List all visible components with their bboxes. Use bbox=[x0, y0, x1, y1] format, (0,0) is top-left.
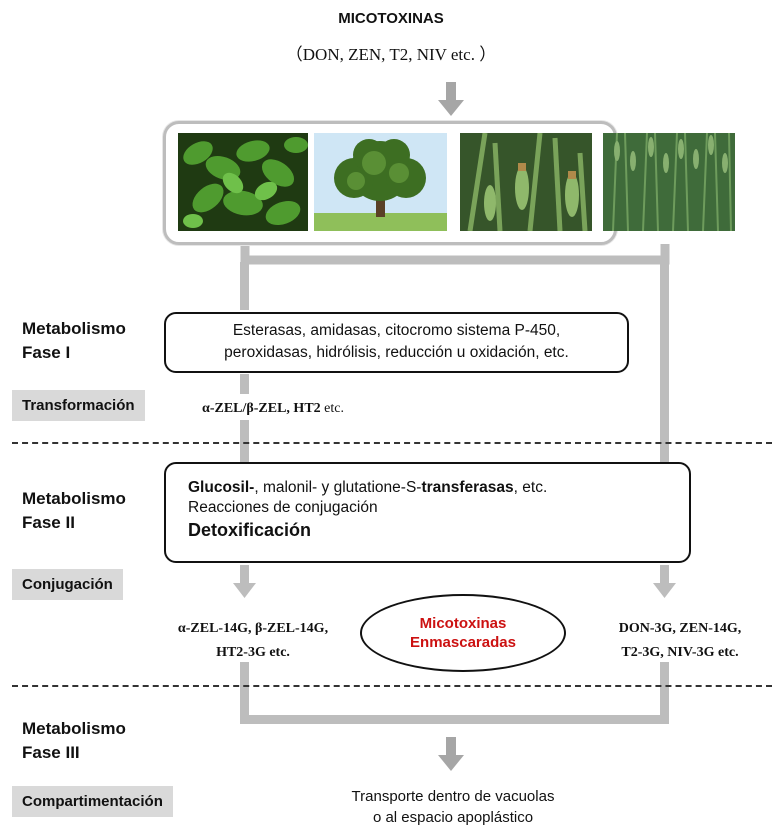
phase2-enzymes-box: Glucosil-, malonil- y glutatione-S-trans… bbox=[164, 462, 691, 563]
conjugation-label: Conjugación bbox=[12, 569, 123, 600]
phase1-products-rest: etc. bbox=[320, 401, 344, 416]
phase3-label-line1: Metabolismo bbox=[22, 719, 126, 738]
masked-mycotoxins-ellipse: Micotoxinas Enmascaradas bbox=[360, 594, 566, 672]
phase2-label-line2: Fase II bbox=[22, 513, 75, 532]
phase1-label-line1: Metabolismo bbox=[22, 319, 126, 338]
phase2-mid-text: , malonil- y glutatione-S- bbox=[254, 479, 422, 496]
phase2-products-left: α-ZEL-14G, β-ZEL-14G, HT2-3G etc. bbox=[158, 617, 348, 665]
transformation-label: Transformación bbox=[12, 390, 145, 421]
tree-photo bbox=[314, 133, 447, 231]
phase1-enzymes-line1: Esterasas, amidasas, citocromo sistema P… bbox=[232, 322, 561, 339]
phase3-label: Metabolismo Fase III bbox=[22, 717, 126, 765]
phase-divider-2 bbox=[12, 685, 772, 687]
mycotoxin-list: （DON, ZEN, T2, NIV etc. ） bbox=[285, 45, 497, 64]
transferasas-text: transferasas bbox=[421, 479, 514, 496]
phase1-label: Metabolismo Fase I bbox=[22, 317, 126, 365]
phase1-products-bold: α-ZEL/β-ZEL, HT2 bbox=[202, 401, 321, 416]
compartmentation-label: Compartimentación bbox=[12, 786, 173, 817]
phase1-label-line2: Fase I bbox=[22, 343, 71, 362]
phase1-products: α-ZEL/β-ZEL, HT2 etc. bbox=[202, 401, 344, 417]
detoxification-text: Detoxificación bbox=[188, 520, 312, 540]
phase3-result: Transporte dentro de vacuolas o al espac… bbox=[300, 786, 606, 828]
phase3-result-line2: o al espacio apoplástico bbox=[372, 809, 534, 826]
phase3-label-line2: Fase III bbox=[22, 743, 80, 762]
seedling-plants-photo bbox=[178, 133, 308, 231]
wheat-field-photo bbox=[603, 133, 735, 231]
phase1-enzymes-line2: peroxidasas, hidrólisis, reducción u oxi… bbox=[224, 344, 569, 361]
phase2-products-right-line1: DON-3G, ZEN-14G, bbox=[618, 621, 742, 636]
phase2-label: Metabolismo Fase II bbox=[22, 487, 126, 535]
phase2-products-right: DON-3G, ZEN-14G, T2-3G, NIV-3G etc. bbox=[590, 617, 770, 665]
phase2-end-text: , etc. bbox=[513, 479, 548, 496]
phase2-enzymes-line1: Glucosil-, malonil- y glutatione-S-trans… bbox=[188, 478, 689, 498]
phase2-enzymes-line2: Reacciones de conjugación bbox=[188, 499, 378, 516]
corn-plants-photo bbox=[460, 133, 592, 231]
phase2-products-left-line1: α-ZEL-14G, β-ZEL-14G, bbox=[177, 621, 329, 636]
phase-divider-1 bbox=[12, 442, 772, 444]
phase2-products-left-line2: HT2-3G etc. bbox=[216, 645, 290, 660]
masked-line2: Enmascaradas bbox=[410, 634, 516, 651]
masked-line1: Micotoxinas bbox=[419, 615, 507, 632]
phase3-result-line1: Transporte dentro de vacuolas bbox=[351, 788, 555, 805]
phase2-products-right-line2: T2-3G, NIV-3G etc. bbox=[621, 645, 739, 660]
glucosil-text: Glucosil- bbox=[188, 479, 255, 496]
phase1-enzymes-box: Esterasas, amidasas, citocromo sistema P… bbox=[164, 312, 629, 373]
phase2-label-line1: Metabolismo bbox=[22, 489, 126, 508]
diagram-title: MICOTOXINAS bbox=[338, 10, 444, 27]
